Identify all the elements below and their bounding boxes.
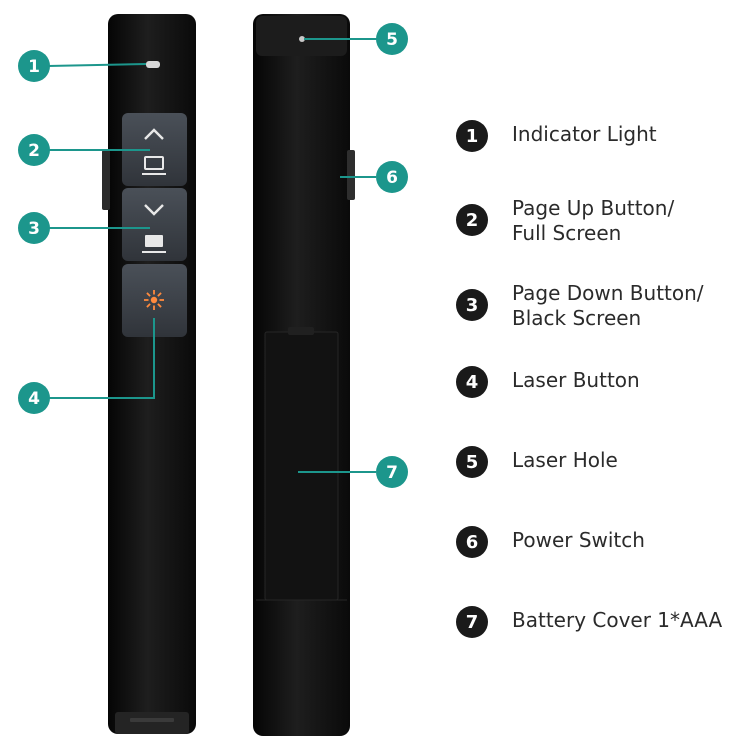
callout-badge-4: 4 xyxy=(18,382,50,414)
callout-badge-5: 5 xyxy=(376,23,408,55)
page-up-button xyxy=(122,113,187,186)
chevron-up-icon xyxy=(144,128,164,140)
legend-item-laser-button: 4 Laser Button xyxy=(456,362,750,398)
svg-text:2: 2 xyxy=(28,141,40,161)
legend-item-page-up: 2 Page Up Button/ Full Screen xyxy=(456,196,712,246)
presenter-front-view xyxy=(102,14,196,734)
legend-label: Power Switch xyxy=(512,528,645,552)
power-switch xyxy=(347,150,355,200)
legend-label: Page Down Button/ Black Screen xyxy=(512,281,704,330)
indicator-light xyxy=(146,61,160,68)
svg-text:1: 1 xyxy=(28,57,40,77)
legend-label: Laser Button xyxy=(512,368,640,392)
screen-outline-icon xyxy=(144,156,164,170)
legend-item-power-switch: 6 Power Switch xyxy=(456,522,750,558)
legend-label: Laser Hole xyxy=(512,448,618,472)
presenter-back-view xyxy=(253,14,355,736)
chevron-down-icon xyxy=(144,204,164,216)
legend-label: Battery Cover 1*AAA xyxy=(512,608,723,632)
front-side-grip xyxy=(102,150,110,210)
svg-text:4: 4 xyxy=(28,389,40,409)
callout-badge-3: 3 xyxy=(18,212,50,244)
legend-item-laser-hole: 5 Laser Hole xyxy=(456,442,750,478)
screen-filled-icon xyxy=(145,235,163,247)
legend-item-battery-cover: 7 Battery Cover 1*AAA xyxy=(456,602,750,638)
legend-number-badge: 3 xyxy=(456,289,488,321)
svg-text:7: 7 xyxy=(386,463,398,483)
callout-badge-1: 1 xyxy=(18,50,50,82)
legend-label: Indicator Light xyxy=(512,122,657,146)
svg-text:3: 3 xyxy=(28,219,40,239)
laser-hole xyxy=(299,36,305,42)
callout-badge-6: 6 xyxy=(376,161,408,193)
page-down-button xyxy=(122,188,187,261)
legend-label: Page Up Button/ Full Screen xyxy=(512,196,675,245)
callout-line-1 xyxy=(47,63,147,67)
callout-line-4 xyxy=(48,318,155,399)
battery-cover xyxy=(264,331,339,601)
callout-lines xyxy=(47,38,378,473)
legend-number-badge: 4 xyxy=(456,366,488,398)
legend-number-badge: 7 xyxy=(456,606,488,638)
legend-number-badge: 1 xyxy=(456,120,488,152)
back-top-cap xyxy=(256,16,347,56)
legend-item-page-down: 3 Page Down Button/ Black Screen xyxy=(456,281,737,331)
callout-badge-7: 7 xyxy=(376,456,408,488)
legend-number-badge: 6 xyxy=(456,526,488,558)
legend-number-badge: 2 xyxy=(456,204,488,236)
front-bottom-cap xyxy=(115,712,189,734)
legend-number-badge: 5 xyxy=(456,446,488,478)
legend-item-indicator-light: 1 Indicator Light xyxy=(456,116,750,152)
callout-badge-2: 2 xyxy=(18,134,50,166)
svg-text:5: 5 xyxy=(386,30,398,50)
laser-sun-icon xyxy=(144,290,164,310)
svg-text:6: 6 xyxy=(386,168,398,188)
battery-cover-latch xyxy=(288,327,314,335)
